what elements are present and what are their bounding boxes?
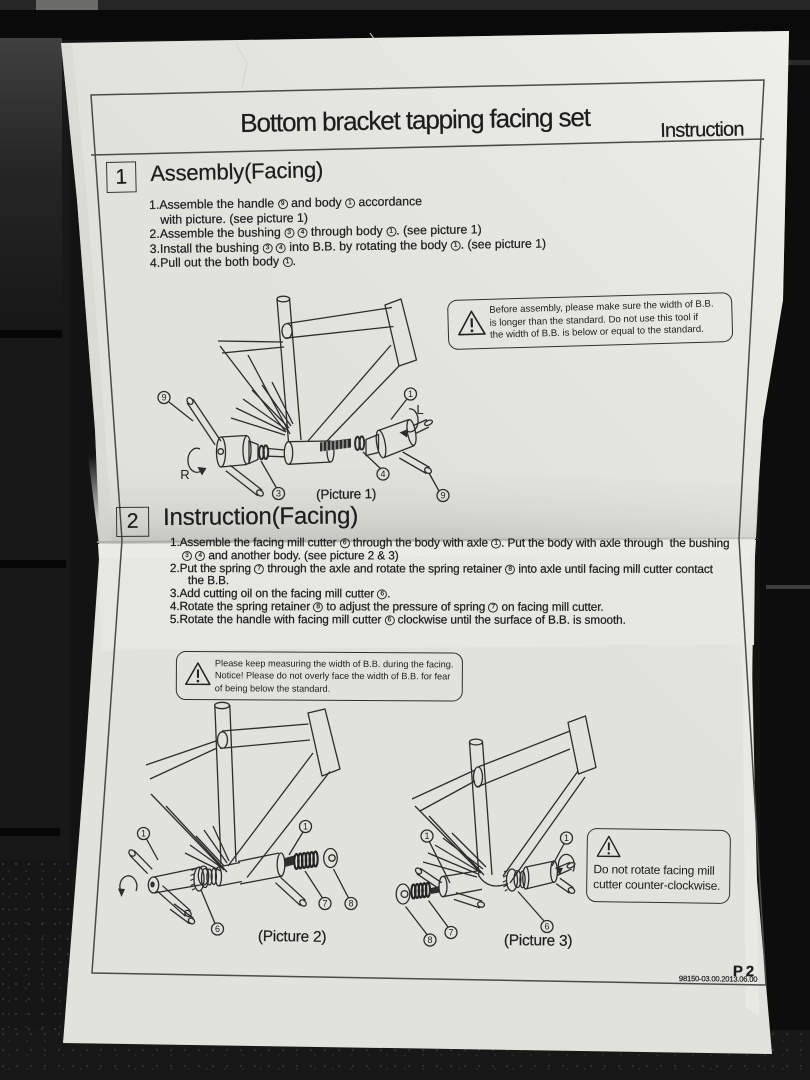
svg-text:1: 1	[408, 389, 413, 399]
svg-text:1: 1	[303, 822, 308, 832]
svg-text:L: L	[416, 402, 423, 417]
svg-text:9: 9	[440, 491, 445, 501]
svg-text:4: 4	[380, 469, 385, 479]
svg-text:7: 7	[448, 928, 453, 938]
svg-text:3: 3	[276, 489, 281, 499]
svg-text:1: 1	[141, 829, 146, 839]
svg-text:R: R	[180, 467, 189, 482]
svg-text:6: 6	[215, 924, 220, 934]
svg-text:1: 1	[564, 833, 569, 843]
svg-text:7: 7	[322, 899, 327, 909]
svg-text:6: 6	[544, 922, 549, 932]
svg-text:9: 9	[161, 393, 166, 403]
svg-text:1: 1	[424, 831, 429, 841]
svg-text:8: 8	[348, 899, 353, 909]
svg-text:8: 8	[427, 935, 432, 945]
